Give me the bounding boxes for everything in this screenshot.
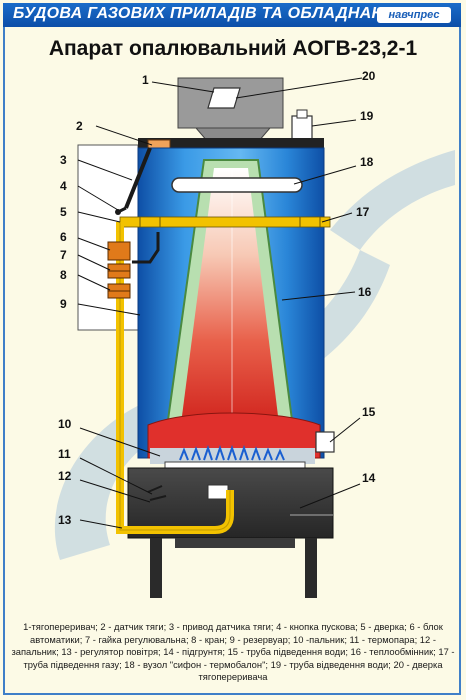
- leg-left: [150, 538, 162, 598]
- header-bar: БУДОВА ГАЗОВИХ ПРИЛАДІВ ТА ОБЛАДНАННЯ на…: [3, 3, 461, 27]
- callout-18: 18: [360, 155, 374, 169]
- series-title: БУДОВА ГАЗОВИХ ПРИЛАДІВ ТА ОБЛАДНАННЯ: [13, 5, 408, 22]
- leg-right: [305, 538, 317, 598]
- callout-6: 6: [60, 230, 67, 244]
- callout-1: 1: [142, 73, 149, 87]
- callout-20: 20: [362, 69, 376, 83]
- gas-supply-pipe: [119, 216, 331, 228]
- legend-caption: 1-тягопереривач; 2 - датчик тяги; 3 - пр…: [11, 621, 455, 682]
- callout-19: 19: [360, 109, 374, 123]
- water-outlet-pipe: [291, 115, 313, 141]
- callout-12: 12: [58, 469, 72, 483]
- leader-lines: [77, 77, 363, 529]
- callout-15: 15: [362, 405, 376, 419]
- burner: [164, 461, 306, 469]
- callout-13: 13: [58, 513, 72, 527]
- combustion-chamber: [182, 168, 278, 416]
- burner-hood: [147, 412, 321, 459]
- callout-labels: 1 2 3 4 5 6 7 8 9 10 11 12 13 14 15 16 1…: [58, 69, 376, 527]
- callout-17: 17: [356, 205, 370, 219]
- callout-14: 14: [362, 471, 376, 485]
- burner-flames: [179, 444, 285, 461]
- automatic-block: [107, 241, 131, 261]
- brand-logo: навчпрес: [377, 7, 451, 23]
- page-title: Апарат опалювальний АОГВ-23,2-1: [48, 37, 418, 60]
- tank-lid: [138, 138, 324, 148]
- diverter-door: [207, 87, 241, 109]
- callout-10: 10: [58, 417, 72, 431]
- callout-9: 9: [60, 297, 67, 311]
- callout-3: 3: [60, 153, 67, 167]
- callout-4: 4: [60, 179, 67, 193]
- draft-sensor-drive: [124, 147, 152, 209]
- water-inlet-pipe: [315, 431, 335, 453]
- callout-7: 7: [60, 248, 67, 262]
- callout-8: 8: [60, 268, 67, 282]
- start-button: [115, 209, 121, 215]
- air-regulator-housing: [207, 484, 229, 500]
- gas-riser: [116, 222, 234, 534]
- back-panel: [77, 144, 139, 331]
- thermocouple-line: [132, 232, 160, 264]
- callout-16: 16: [358, 285, 372, 299]
- callout-5: 5: [60, 205, 67, 219]
- siphon-thermobulb: [171, 177, 303, 193]
- callout-2: 2: [76, 119, 83, 133]
- callout-11: 11: [58, 447, 71, 461]
